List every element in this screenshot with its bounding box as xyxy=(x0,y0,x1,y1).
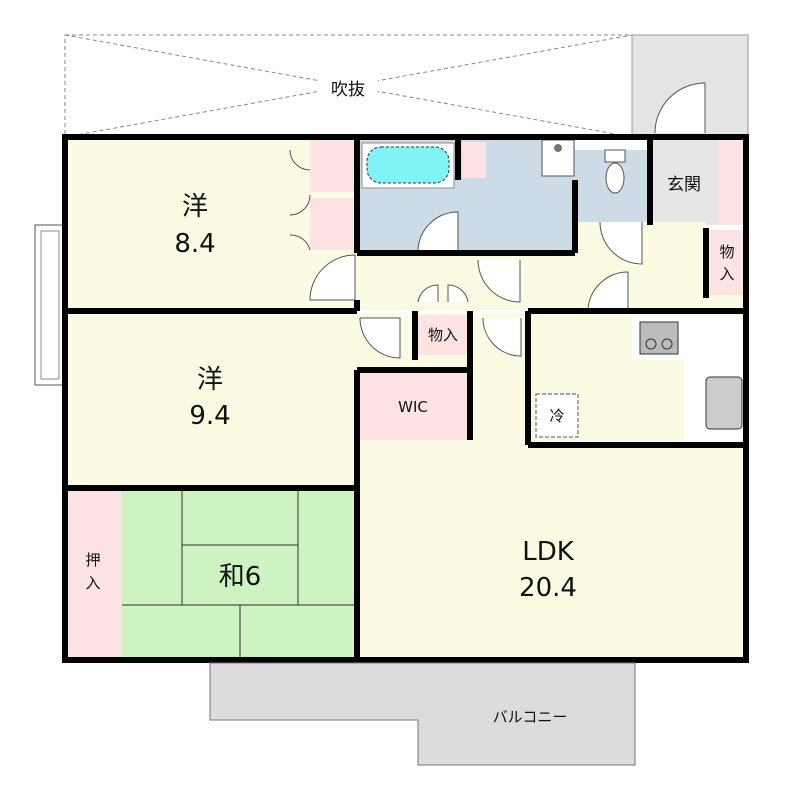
entrance-door[interactable] xyxy=(654,82,706,134)
closet-1a xyxy=(310,140,357,192)
hallway xyxy=(357,255,746,310)
wic-label: WIC xyxy=(398,398,428,416)
ldk-size: 20.4 xyxy=(519,573,577,603)
storage-mid xyxy=(415,315,470,355)
storage-right xyxy=(706,230,746,295)
oshiire-label-1: 押 xyxy=(85,551,100,569)
toilet-icon xyxy=(605,162,625,194)
ldk xyxy=(357,445,746,660)
void-area: 吹抜 xyxy=(64,34,633,138)
storage-mid-label: 物入 xyxy=(428,326,458,344)
walk-in-closet xyxy=(360,370,470,440)
western-1-size: 8.4 xyxy=(174,229,215,259)
balcony: バルコニー xyxy=(209,662,636,766)
japanese-room: 和6 xyxy=(122,490,355,660)
bay-window xyxy=(34,224,66,386)
oshiire-closet xyxy=(65,490,122,660)
sink-icon xyxy=(705,376,743,430)
ldk-label: LDK xyxy=(522,537,575,567)
western-1-label: 洋 xyxy=(182,192,208,222)
storage-right-label-1: 物 xyxy=(719,243,734,261)
walls xyxy=(62,134,749,663)
western-2-size: 9.4 xyxy=(189,401,230,431)
balcony-label: バルコニー xyxy=(493,708,568,726)
void-label: 吹抜 xyxy=(331,80,365,100)
western-2-label: 洋 xyxy=(197,365,223,395)
western-room-2 xyxy=(65,313,357,485)
oshiire-label-2: 入 xyxy=(85,574,100,592)
stove-icon xyxy=(639,321,679,355)
doors[interactable] xyxy=(289,149,643,359)
entrance-hall xyxy=(650,140,718,225)
fridge-label: 冷 xyxy=(549,407,564,425)
fridge-space xyxy=(535,393,579,438)
bathtub-icon xyxy=(366,146,450,184)
storage-right-label-2: 入 xyxy=(719,265,734,283)
japanese-room-label: 和6 xyxy=(219,562,262,592)
entrance-label: 玄関 xyxy=(667,175,701,195)
western-room-1 xyxy=(65,137,357,310)
closet-1b xyxy=(310,198,357,250)
